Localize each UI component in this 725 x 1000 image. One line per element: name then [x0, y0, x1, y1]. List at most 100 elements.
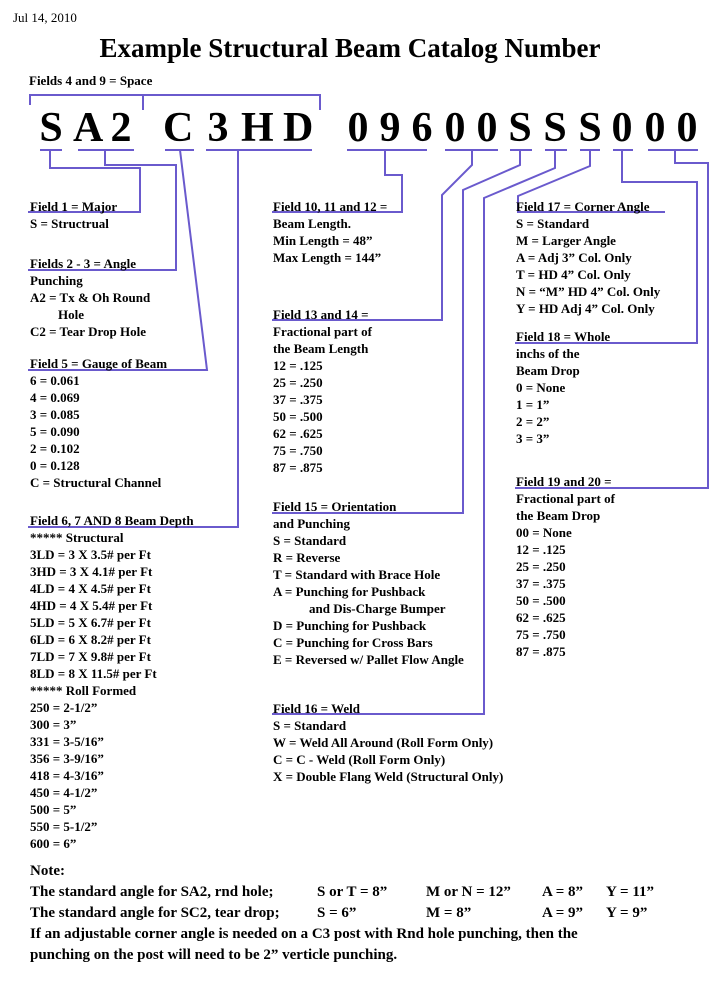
- field15-line: C = Punching for Cross Bars: [273, 635, 433, 650]
- notes-line: punching on the post will need to be 2” …: [30, 947, 398, 963]
- field17-line: Y = HD Adj 4” Col. Only: [516, 301, 655, 316]
- field10-12-line: Min Length = 48”: [273, 233, 373, 248]
- field6-8-line: 450 = 4-1/2”: [30, 785, 98, 800]
- catalog-char: H: [241, 105, 274, 151]
- field6-8-line: 7LD = 7 X 9.8# per Ft: [30, 649, 151, 664]
- field15-line: and Dis-Charge Bumper: [309, 601, 446, 616]
- catalog-char: 6: [411, 105, 433, 151]
- field19-20-line: 12 = .125: [516, 542, 566, 557]
- field2-3-line: A2 = Tx & Oh Round: [30, 290, 151, 305]
- field1-line: S = Structrual: [30, 216, 109, 231]
- catalog-char: 0: [347, 105, 369, 151]
- field18-block: Field 18 = Whole inchs of the Beam Drop …: [516, 328, 610, 447]
- field13-14-line: 62 = .625: [273, 426, 323, 441]
- field5-line: 4 = 0.069: [30, 390, 80, 405]
- field17-heading: Field 17 = Corner Angle: [516, 199, 650, 214]
- field2-3-line: Hole: [58, 307, 84, 322]
- field6-8-line: 300 = 3”: [30, 717, 77, 732]
- field17-line: N = “M” HD 4” Col. Only: [516, 284, 661, 299]
- notes-label: Note:: [30, 863, 65, 879]
- field19-20-heading: Field 19 and 20 =: [516, 474, 612, 489]
- catalog-char: D: [283, 105, 314, 151]
- field5-heading: Field 5 = Gauge of Beam: [30, 356, 168, 371]
- field6-8-line: 3HD = 3 X 4.1# per Ft: [30, 564, 153, 579]
- field6-8-line: 500 = 5”: [30, 802, 77, 817]
- notes-cell: M = 8”: [426, 905, 472, 921]
- field19-20-line: 25 = .250: [516, 559, 566, 574]
- field2-3-heading: Fields 2 - 3 = Angle: [30, 256, 136, 271]
- field6-8-line: 600 = 6”: [30, 836, 77, 851]
- field18-line: 1 = 1”: [516, 397, 550, 412]
- field19-20-block: Field 19 and 20 = Fractional part of the…: [516, 473, 615, 660]
- field19-20-line: 00 = None: [516, 525, 572, 540]
- field6-8-line: 356 = 3-9/16”: [30, 751, 104, 766]
- field17-line: A = Adj 3” Col. Only: [516, 250, 632, 265]
- field19-20-line: 87 = .875: [516, 644, 566, 659]
- field15-line: E = Reversed w/ Pallet Flow Angle: [273, 652, 464, 667]
- field6-8-line: 550 = 5-1/2”: [30, 819, 98, 834]
- field19-20-line: the Beam Drop: [516, 508, 601, 523]
- notes-row: The standard angle for SC2, tear drop; S …: [30, 903, 670, 924]
- field16-line: W = Weld All Around (Roll Form Only): [273, 735, 494, 750]
- field15-block: Field 15 = Orientation and Punching S = …: [273, 498, 464, 668]
- catalog-char: 0: [444, 105, 466, 151]
- field19-20-line: 50 = .500: [516, 593, 566, 608]
- field13-14-line: 50 = .500: [273, 409, 323, 424]
- notes-cell: The standard angle for SC2, tear drop;: [30, 905, 280, 921]
- notes-cell: S or T = 8”: [317, 884, 388, 900]
- field18-line: inchs of the: [516, 346, 580, 361]
- notes-cell: A = 8”: [542, 884, 584, 900]
- field17-line: S = Standard: [516, 216, 590, 231]
- catalog-char: 0: [476, 105, 498, 151]
- catalog-char: 3: [207, 105, 229, 151]
- notes-cell: The standard angle for SA2, rnd hole;: [30, 884, 274, 900]
- field2-3-line: Punching: [30, 273, 83, 288]
- field5-line: C = Structural Channel: [30, 475, 162, 490]
- field15-heading: Field 15 = Orientation: [273, 499, 397, 514]
- field19-20-line: 62 = .625: [516, 610, 566, 625]
- field15-line: S = Standard: [273, 533, 347, 548]
- field13-14-line: 12 = .125: [273, 358, 323, 373]
- catalog-char: 9: [379, 105, 401, 151]
- field17-line: T = HD 4” Col. Only: [516, 267, 631, 282]
- space-bracket: [29, 94, 321, 105]
- field6-8-line: ***** Structural: [30, 530, 124, 545]
- field18-heading: Field 18 = Whole: [516, 329, 611, 344]
- catalog-char: 2: [110, 105, 132, 151]
- field6-8-line: 4LD = 4 X 4.5# per Ft: [30, 581, 151, 596]
- space-note: Fields 4 and 9 = Space: [29, 73, 153, 88]
- field5-line: 6 = 0.061: [30, 373, 80, 388]
- field5-line: 3 = 0.085: [30, 407, 80, 422]
- field6-8-line: 331 = 3-5/16”: [30, 734, 104, 749]
- date-stamp: Jul 14, 2010: [13, 10, 77, 25]
- field6-8-line: 8LD = 8 X 11.5# per Ft: [30, 666, 157, 681]
- field15-line: R = Reverse: [273, 550, 341, 565]
- field10-12-block: Field 10, 11 and 12 = Beam Length. Min L…: [273, 198, 387, 266]
- field13-14-line: 75 = .750: [273, 443, 323, 458]
- catalog-char: S: [508, 105, 532, 151]
- notes-cell: M or N = 12”: [426, 884, 511, 900]
- field16-line: X = Double Flang Weld (Structural Only): [273, 769, 504, 784]
- field15-line: and Punching: [273, 516, 350, 531]
- field18-line: Beam Drop: [516, 363, 580, 378]
- field6-8-line: 4HD = 4 X 5.4# per Ft: [30, 598, 153, 613]
- field16-line: S = Standard: [273, 718, 347, 733]
- field5-line: 5 = 0.090: [30, 424, 80, 439]
- field10-12-line: Max Length = 144”: [273, 250, 382, 265]
- field6-8-line: ***** Roll Formed: [30, 683, 137, 698]
- field2-3-block: Fields 2 - 3 = Angle Punching A2 = Tx & …: [30, 255, 150, 340]
- field15-line: D = Punching for Pushback: [273, 618, 427, 633]
- field13-14-line: Fractional part of: [273, 324, 372, 339]
- field16-heading: Field 16 = Weld: [273, 701, 360, 716]
- field6-8-line: 5LD = 5 X 6.7# per Ft: [30, 615, 151, 630]
- field13-14-block: Field 13 and 14 = Fractional part of the…: [273, 306, 372, 476]
- catalog-char: 0: [644, 105, 666, 151]
- field19-20-line: 37 = .375: [516, 576, 566, 591]
- field17-block: Field 17 = Corner Angle S = Standard M =…: [516, 198, 660, 317]
- notes-cell: S = 6”: [317, 905, 357, 921]
- field5-block: Field 5 = Gauge of Beam 6 = 0.061 4 = 0.…: [30, 355, 167, 491]
- notes-cell: Y = 9”: [606, 905, 648, 921]
- field6-8-line: 6LD = 6 X 8.2# per Ft: [30, 632, 151, 647]
- field5-line: 2 = 0.102: [30, 441, 80, 456]
